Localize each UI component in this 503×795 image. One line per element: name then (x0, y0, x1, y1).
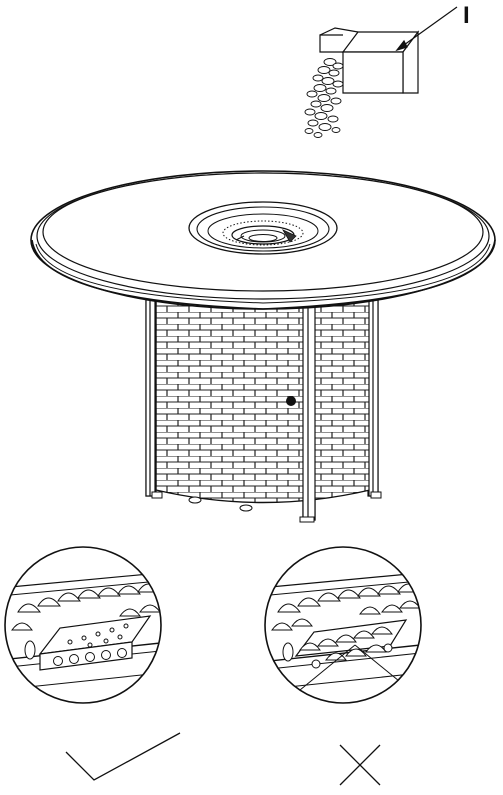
lava-rock-bag-icon (319, 6, 458, 94)
check-mark-icon (65, 732, 181, 781)
lava-rock-stream (304, 58, 344, 138)
callout-label: I (463, 2, 470, 29)
fire-table (30, 170, 496, 523)
detail-correct (4, 546, 162, 704)
detail-incorrect (264, 546, 422, 704)
burner-pan (188, 201, 338, 255)
cross-mark-icon (339, 744, 381, 786)
wicker-base (155, 299, 371, 504)
ignition-knob-icon (286, 396, 296, 406)
